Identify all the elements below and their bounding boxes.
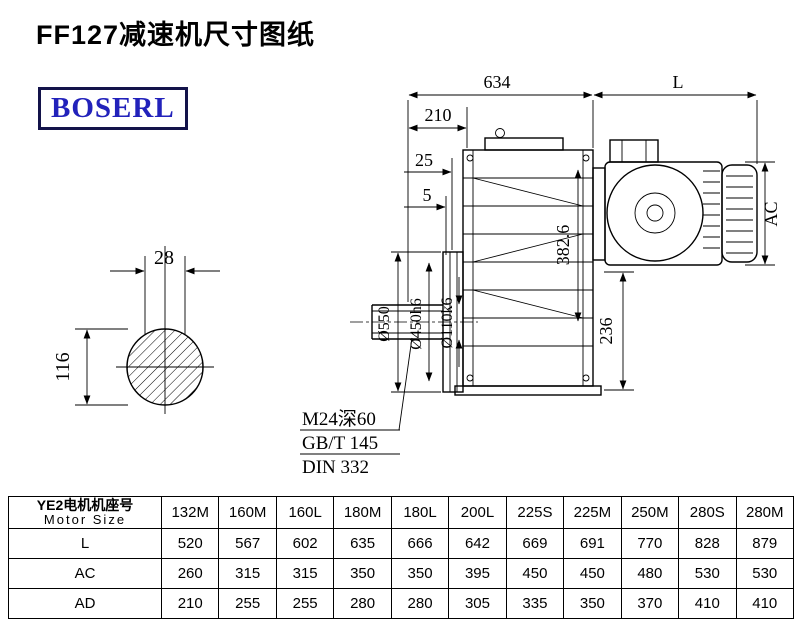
row-label: AC	[8, 558, 162, 589]
dim-5-label: 5	[423, 185, 432, 205]
dimension-value: 520	[160, 528, 220, 559]
technical-drawing: 28 116	[52, 72, 781, 478]
shaft-diameter-label: 116	[52, 352, 74, 381]
frame-size-column-header: 180M	[333, 496, 392, 529]
dia-flange-label: Ø550	[376, 306, 393, 342]
dimension-value: 315	[218, 558, 277, 589]
frame-size-column-header: 280S	[678, 496, 737, 529]
keyway-width-label: 28	[154, 247, 174, 269]
frame-size-column-header: 132M	[160, 496, 220, 529]
dimension-value: 280	[390, 588, 450, 619]
shaft-end-view: 28 116	[52, 246, 220, 414]
dimension-value: 255	[275, 588, 335, 619]
dim-motor-length-label: L	[673, 72, 684, 92]
dimension-value: 210	[160, 588, 220, 619]
dimension-value: 350	[390, 558, 450, 589]
dim-382-label: 382.6	[553, 225, 573, 266]
dim-ac-label: AC	[761, 201, 781, 226]
eyebolt-icon	[495, 128, 505, 138]
dimension-value: 395	[448, 558, 507, 589]
dimension-value: 530	[678, 558, 737, 589]
motor-size-header-en: Motor Size	[43, 512, 127, 527]
brand-logo-box: BOSERL	[38, 87, 188, 130]
dimension-value: 691	[563, 528, 622, 559]
frame-size-column-header: 180L	[390, 496, 450, 529]
motor-flange-circle	[606, 164, 704, 262]
dimension-value: 450	[563, 558, 622, 589]
frame-size-column-header: 225M	[563, 496, 622, 529]
shaft-section-circle	[126, 328, 204, 406]
housing-base	[454, 385, 602, 396]
dia-shaft-label: Ø110k6	[439, 298, 456, 349]
dim-total-length-label: 634	[484, 72, 511, 92]
dimension-value: 260	[160, 558, 220, 589]
page-title: FF127减速机尺寸图纸	[36, 20, 316, 50]
dimension-value: 335	[505, 588, 565, 619]
note-gbt-standard-text: GB/T 145	[302, 433, 378, 454]
dimension-value: 305	[448, 588, 507, 619]
dimension-value: 669	[505, 528, 565, 559]
dimension-value: 350	[563, 588, 622, 619]
motor-terminal-box	[609, 139, 659, 163]
frame-size-column-header: 225S	[505, 496, 565, 529]
dimension-value: 350	[333, 558, 392, 589]
row-label: L	[8, 528, 162, 559]
housing-top-cap	[484, 137, 564, 151]
gearbox-housing	[462, 149, 594, 387]
dimension-value: 602	[275, 528, 335, 559]
dimension-value: 480	[620, 558, 680, 589]
brand-logo-text: BOSERL	[51, 92, 175, 124]
dia-spigot-label: Ø450h6	[408, 298, 425, 350]
dim-210-label: 210	[425, 105, 452, 125]
frame-size-column-header: 250M	[620, 496, 680, 529]
dimension-value: 635	[333, 528, 392, 559]
dimension-value: 450	[505, 558, 565, 589]
dim-25-label: 25	[415, 150, 433, 170]
motor-size-header-cn: YE2电机机座号	[36, 497, 134, 513]
note-din-standard-text: DIN 332	[302, 457, 369, 478]
dimension-value: 770	[620, 528, 680, 559]
dimension-value: 666	[390, 528, 450, 559]
dimension-value: 315	[275, 558, 335, 589]
dimension-value: 567	[218, 528, 277, 559]
dimension-value: 255	[218, 588, 277, 619]
dimension-value: 879	[735, 528, 795, 559]
dimension-value: 530	[735, 558, 795, 589]
frame-size-column-header: 160L	[275, 496, 335, 529]
dimension-value: 280	[333, 588, 392, 619]
note-thread-text: M24深60	[302, 408, 376, 430]
dimension-value: 410	[735, 588, 795, 619]
frame-size-column-header: 160M	[218, 496, 277, 529]
reducer-side-view	[350, 128, 758, 396]
row-label: AD	[8, 588, 162, 619]
dimension-value: 642	[448, 528, 507, 559]
dimension-value: 370	[620, 588, 680, 619]
dimension-annotations: 634 L 210 25 5 AC 382.6	[300, 72, 781, 478]
frame-size-column-header: 280M	[735, 496, 795, 529]
motor-fan-cowl	[721, 164, 758, 263]
dim-236-label: 236	[596, 318, 616, 345]
motor-adapter	[592, 167, 606, 261]
frame-size-column-header: 200L	[448, 496, 507, 529]
dimension-value: 828	[678, 528, 737, 559]
dimension-value: 410	[678, 588, 737, 619]
